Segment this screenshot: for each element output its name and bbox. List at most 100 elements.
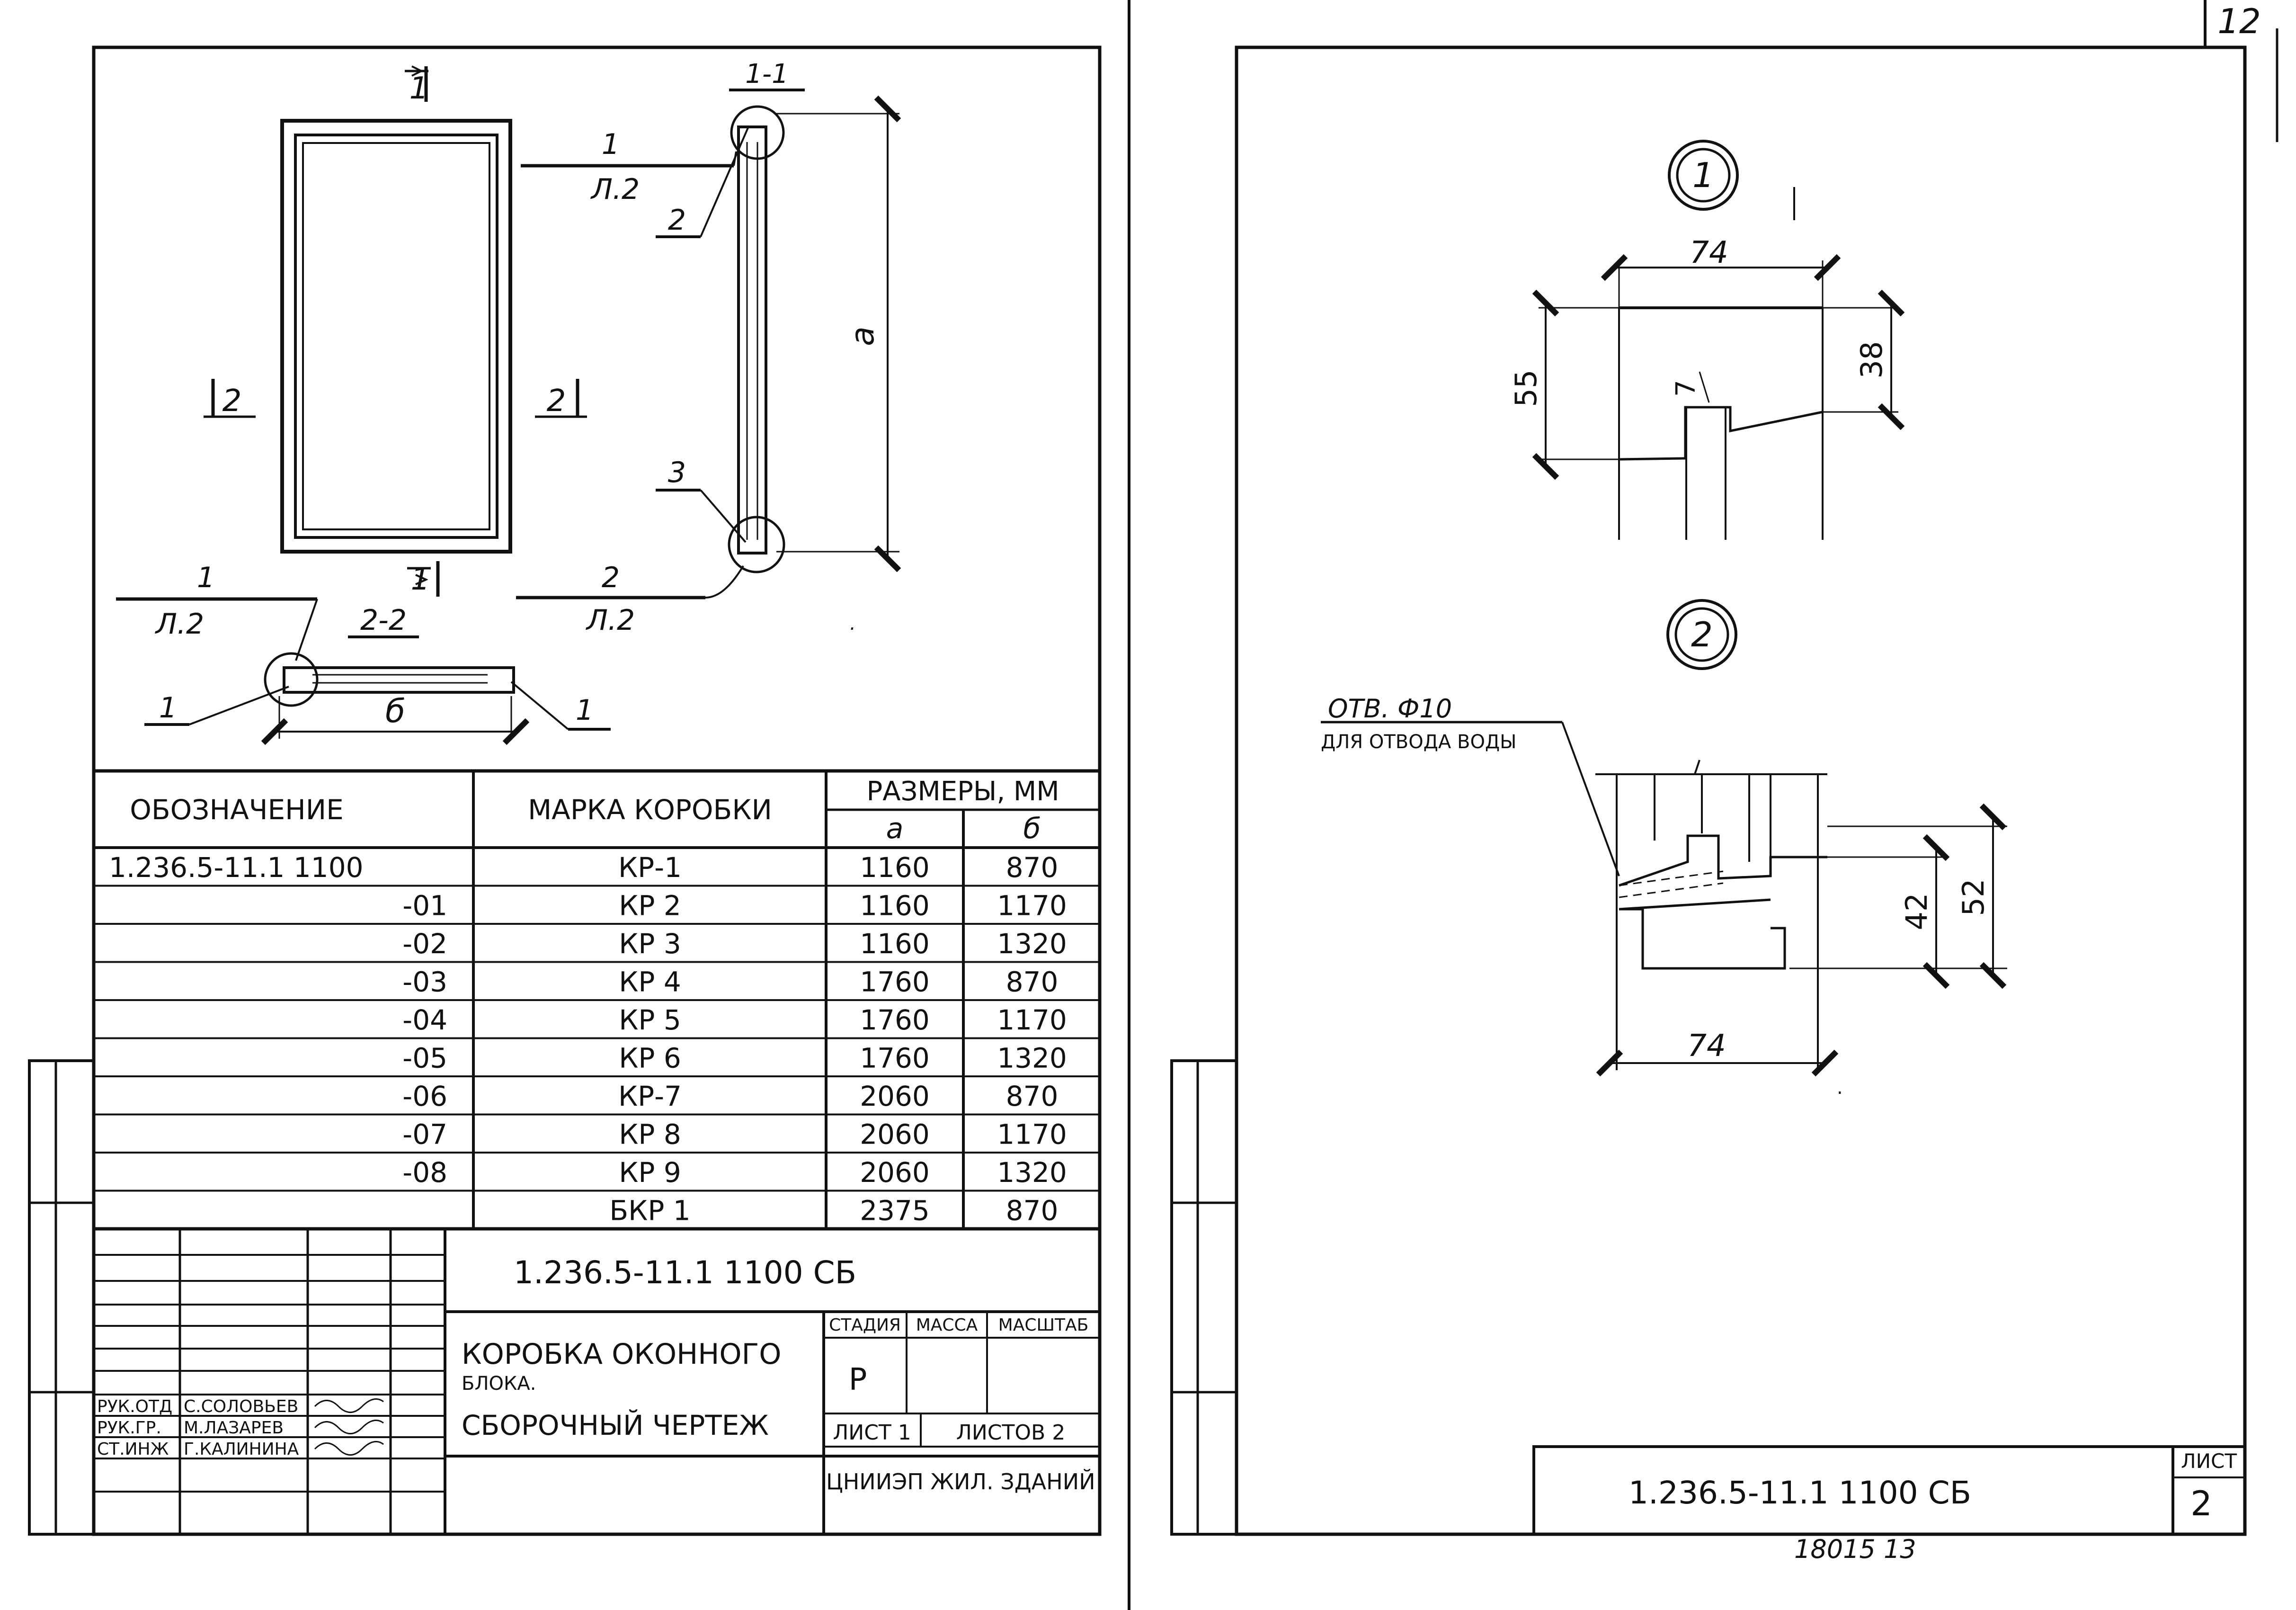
svg-text:1: 1 bbox=[602, 128, 620, 161]
signature-role: СТ.ИНЖ bbox=[97, 1440, 169, 1459]
table-cell-a: 1760 bbox=[860, 966, 930, 998]
title-line-3: СБОРОЧНЫЙ ЧЕРТЕЖ bbox=[462, 1409, 769, 1441]
spec-table: ОБОЗНАЧЕНИЕ МАРКА КОРОБКИ РАЗМЕРЫ, ММ a … bbox=[94, 769, 1100, 1231]
section-mark-left: 2 bbox=[204, 379, 256, 419]
svg-text:55: 55 bbox=[1509, 370, 1543, 407]
table-cell-a: 2060 bbox=[860, 1080, 930, 1112]
leader-1-left: 1 Л.2 bbox=[116, 561, 318, 661]
table-cell-a: 2060 bbox=[860, 1156, 930, 1189]
table-cell-a: 1760 bbox=[860, 1004, 930, 1036]
table-cell-b: 1320 bbox=[997, 1156, 1067, 1189]
svg-text:2-2: 2-2 bbox=[360, 604, 407, 637]
table-cell-a: 2060 bbox=[860, 1118, 930, 1151]
table-cell-designation: -04 bbox=[402, 1004, 447, 1036]
left-sheet: 1 1 2 2 1-1 bbox=[28, 45, 1102, 1536]
table-cell-designation: -02 bbox=[402, 928, 447, 960]
leader-1-top: 1 Л.2 bbox=[521, 128, 737, 206]
table-header-a: a bbox=[886, 812, 904, 845]
signature-role: РУК.ОТД bbox=[97, 1397, 172, 1416]
detail-2: 2 ОТВ. Ф10 ДЛЯ ОТВОДА ВОДЫ 74 bbox=[1321, 599, 2007, 1099]
svg-text:Л.2: Л.2 bbox=[155, 608, 204, 641]
svg-text:.: . bbox=[850, 613, 856, 635]
leader-pos-3: 3 bbox=[656, 456, 747, 543]
table-cell-mark: КР 4 bbox=[619, 966, 681, 998]
section-mark-top: 1 bbox=[405, 65, 429, 106]
svg-text:1: 1 bbox=[411, 562, 430, 597]
table-cell-a: 1160 bbox=[860, 890, 930, 922]
frame-elevation bbox=[280, 119, 512, 554]
table-cell-mark: КР 6 bbox=[619, 1042, 681, 1074]
table-cell-mark: КР 3 bbox=[619, 928, 681, 960]
table-cell-mark: КР 2 bbox=[619, 890, 681, 922]
page-number: 12 bbox=[2217, 1, 2261, 41]
svg-text:Л.2: Л.2 bbox=[590, 173, 640, 206]
svg-text:1: 1 bbox=[409, 71, 429, 106]
svg-text:74: 74 bbox=[1687, 1029, 1726, 1064]
svg-text:52: 52 bbox=[1956, 879, 1991, 916]
table-cell-designation: -07 bbox=[402, 1118, 447, 1151]
svg-text:42: 42 bbox=[1899, 893, 1934, 930]
signature-scribble bbox=[314, 1419, 384, 1434]
table-cell-b: 870 bbox=[1006, 851, 1059, 884]
table-cell-designation: -01 bbox=[402, 890, 447, 922]
right-stamp: 1.236.5-11.1 1100 СБ ЛИСТ 2 bbox=[1532, 1445, 2246, 1536]
table-cell-mark: КР 9 bbox=[619, 1156, 681, 1189]
svg-text:74: 74 bbox=[1690, 235, 1728, 270]
footer-note: 18015 13 bbox=[1794, 1534, 1916, 1564]
svg-text:Л.2: Л.2 bbox=[586, 604, 635, 637]
stage-value: Р bbox=[849, 1362, 867, 1397]
signature-name: С.СОЛОВЬЕВ bbox=[184, 1397, 298, 1416]
title-line-1: КОРОБКА ОКОННОГО bbox=[462, 1338, 781, 1371]
organization: ЦНИИЭП ЖИЛ. ЗДАНИЙ bbox=[826, 1469, 1095, 1494]
svg-text:1: 1 bbox=[576, 694, 594, 727]
svg-text:7: 7 bbox=[1671, 380, 1701, 397]
right-binding-strip bbox=[1170, 1059, 1238, 1536]
signature-name: М.ЛАЗАРЕВ bbox=[184, 1418, 284, 1438]
table-cell-mark: КР 5 bbox=[619, 1004, 681, 1036]
leader-2-bottom: 2 Л.2 bbox=[516, 561, 744, 637]
right-frame bbox=[1235, 45, 2247, 1536]
section-1-1: 1-1 a bbox=[728, 59, 901, 573]
table-header-designation: ОБОЗНАЧЕНИЕ bbox=[130, 794, 344, 826]
table-cell-a: 1160 bbox=[860, 851, 930, 884]
right-doc-code: 1.236.5-11.1 1100 СБ bbox=[1629, 1475, 1971, 1511]
table-cell-a: 1160 bbox=[860, 928, 930, 960]
svg-text:б: б bbox=[385, 693, 405, 730]
detail-2-note-2: ДЛЯ ОТВОДА ВОДЫ bbox=[1321, 731, 1516, 753]
svg-text:38: 38 bbox=[1854, 341, 1889, 379]
section-mark-right: 2 bbox=[535, 379, 587, 419]
scale-label: МАСШТАБ bbox=[998, 1315, 1089, 1335]
signature-scribble bbox=[314, 1440, 384, 1456]
table-cell-designation: -08 bbox=[402, 1156, 447, 1189]
table-cell-designation: 1.236.5-11.1 1100 bbox=[109, 851, 364, 884]
section-mark-bottom: 1 bbox=[407, 561, 440, 597]
title-line-2: БЛОКА. bbox=[462, 1373, 536, 1395]
table-cell-b: 1320 bbox=[997, 928, 1067, 960]
section-2-2: 2-2 б 1 1 bbox=[144, 604, 611, 745]
leader-pos-2: 2 bbox=[656, 127, 749, 238]
table-cell-b: 870 bbox=[1006, 1195, 1059, 1227]
svg-text:.: . bbox=[1837, 1077, 1843, 1099]
signature-role: РУК.ГР. bbox=[97, 1418, 161, 1438]
table-cell-mark: КР-7 bbox=[618, 1080, 682, 1112]
mass-label: МАССА bbox=[916, 1315, 978, 1335]
table-cell-b: 870 bbox=[1006, 966, 1059, 998]
table-cell-designation: -03 bbox=[402, 966, 447, 998]
right-sheet-number: 2 bbox=[2190, 1484, 2212, 1523]
left-frame bbox=[92, 45, 1102, 1536]
table-header-sizes: РАЗМЕРЫ, ММ bbox=[866, 776, 1059, 807]
detail-2-label: 2 bbox=[1691, 615, 1713, 654]
table-cell-a: 1760 bbox=[860, 1042, 930, 1074]
table-cell-designation: -05 bbox=[402, 1042, 447, 1074]
svg-text:1: 1 bbox=[159, 691, 177, 724]
table-cell-b: 1320 bbox=[997, 1042, 1067, 1074]
svg-text:3: 3 bbox=[668, 456, 686, 489]
sheets-label: ЛИСТОВ 2 bbox=[956, 1421, 1065, 1445]
table-cell-mark: БКР 1 bbox=[609, 1195, 690, 1227]
table-cell-b: 870 bbox=[1006, 1080, 1059, 1112]
svg-text:a: a bbox=[844, 326, 881, 346]
svg-text:1: 1 bbox=[197, 561, 215, 594]
table-header-b: б bbox=[1023, 812, 1041, 845]
table-cell-b: 1170 bbox=[997, 890, 1067, 922]
